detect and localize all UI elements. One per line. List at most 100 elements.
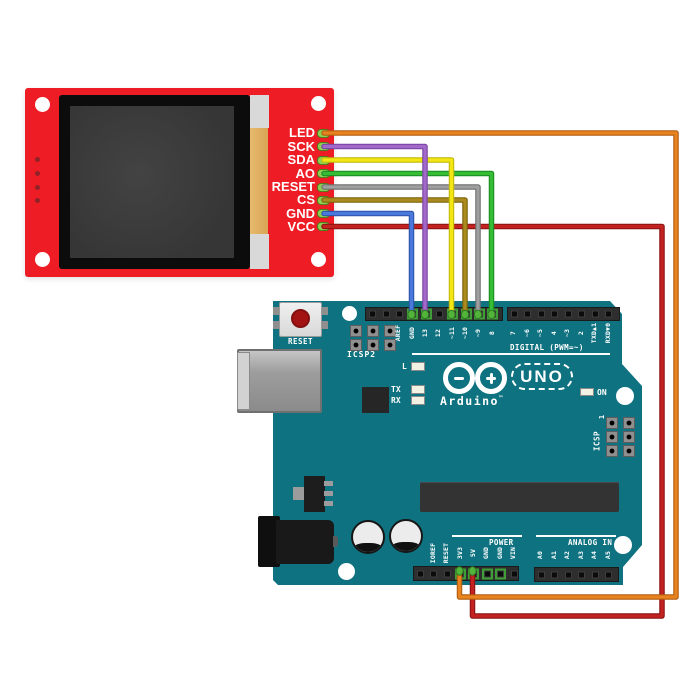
tft-screen-bezel bbox=[59, 95, 250, 269]
header-pin bbox=[591, 310, 599, 318]
pin-label-gnd: GND bbox=[482, 546, 490, 560]
led-tx bbox=[411, 385, 425, 394]
tft-pad-dot bbox=[34, 170, 40, 176]
wire-sda bbox=[321, 157, 455, 317]
tft-pad-dot bbox=[34, 197, 40, 203]
pin-label-reset: RESET bbox=[442, 542, 450, 564]
pin-label-a0: A0 bbox=[536, 550, 544, 560]
tft-pad-vcc bbox=[317, 222, 330, 231]
pin-label-10: ~10 bbox=[461, 326, 469, 340]
reset-button-tab bbox=[322, 307, 328, 315]
usb-interface-chip bbox=[362, 387, 389, 413]
header-pin bbox=[382, 310, 390, 318]
tft-pad-dot bbox=[34, 156, 40, 162]
led-l bbox=[411, 362, 425, 371]
header-pin bbox=[578, 310, 585, 318]
usb-connector-flange bbox=[237, 352, 250, 410]
voltage-regulator bbox=[304, 476, 325, 512]
pin-label-3v3: 3V3 bbox=[455, 546, 464, 560]
capacitor bbox=[389, 519, 423, 553]
voltage-regulator-tab bbox=[293, 487, 304, 500]
reset-button-tab bbox=[273, 307, 279, 315]
pin-label-aref: AREF bbox=[394, 324, 402, 342]
pin-label-13: 13 bbox=[421, 328, 429, 338]
header-pin bbox=[409, 310, 416, 318]
icsp-header-pin bbox=[606, 445, 618, 457]
pin-label-7: 7 bbox=[509, 330, 517, 336]
header-pin bbox=[435, 310, 443, 318]
header-pin bbox=[475, 310, 483, 318]
brand-tm: ™ bbox=[498, 395, 505, 403]
header-pin bbox=[605, 571, 612, 578]
pin-label-vin: VIN bbox=[509, 546, 517, 560]
led-l-label: L bbox=[402, 362, 407, 371]
tft-lcd-module bbox=[25, 88, 334, 277]
wire-reset bbox=[322, 185, 480, 316]
capacitor bbox=[351, 520, 385, 554]
wire-sda bbox=[322, 158, 454, 316]
wire-cs bbox=[321, 197, 468, 317]
tft-mount-hole bbox=[34, 251, 50, 267]
pin-label-a4: A4 bbox=[590, 550, 598, 560]
icsp2-header-pin bbox=[350, 338, 362, 351]
mount-hole bbox=[341, 305, 357, 321]
header-pin bbox=[551, 571, 558, 578]
header-pin bbox=[605, 310, 612, 318]
header-pin bbox=[457, 570, 464, 577]
tft-connector-strip bbox=[250, 234, 269, 269]
pin-label-ioref: IOREF bbox=[429, 542, 437, 564]
wire-ao bbox=[321, 170, 495, 317]
pin-label-rxd0: RXD▼0 bbox=[603, 322, 612, 344]
pin-label-5: ~5 bbox=[536, 328, 544, 338]
header-pin bbox=[537, 571, 545, 578]
icsp2-header-pin bbox=[350, 324, 362, 337]
header-pin bbox=[510, 570, 518, 577]
icsp-header-pin bbox=[622, 417, 635, 429]
pin-label-gnd: GND bbox=[407, 326, 416, 340]
led-rx bbox=[411, 396, 425, 405]
wire-gnd bbox=[321, 210, 415, 317]
header-pin bbox=[551, 310, 558, 318]
power-jack-pin bbox=[333, 536, 338, 547]
header-pin bbox=[369, 310, 376, 318]
icsp-header-pin bbox=[622, 431, 635, 443]
tft-pin-label-ao: AO bbox=[295, 165, 316, 181]
tft-flex-cable bbox=[250, 128, 268, 234]
pin-label-11: ~11 bbox=[447, 326, 456, 340]
pin-label-a5: A5 bbox=[603, 550, 612, 560]
tft-pin-label-cs: CS bbox=[296, 192, 315, 207]
digital-header-left bbox=[365, 307, 503, 321]
tft-pad-ao bbox=[317, 169, 330, 178]
pin-label-6: ~6 bbox=[522, 328, 531, 338]
reset-button-tab bbox=[273, 321, 279, 329]
power-silk-line bbox=[452, 535, 522, 537]
tft-pad-sda bbox=[317, 155, 330, 165]
tft-pin-label-sck: SCK bbox=[287, 138, 315, 154]
header-pin bbox=[462, 310, 470, 318]
mount-hole bbox=[616, 387, 634, 405]
wire-sck bbox=[322, 144, 427, 316]
icsp2-label: ICSP2 bbox=[347, 350, 377, 359]
pin-label-a2: A2 bbox=[563, 550, 571, 560]
analog-header bbox=[534, 567, 619, 582]
mount-hole bbox=[614, 536, 632, 554]
led-on-label: ON bbox=[597, 388, 607, 397]
pin-label-5v: 5V bbox=[468, 548, 477, 558]
digital-caption: DIGITAL (PWM=~) bbox=[510, 343, 584, 352]
tft-pad-reset bbox=[317, 182, 330, 192]
voltage-regulator-leg bbox=[324, 491, 333, 496]
header-pin bbox=[537, 310, 545, 318]
pin-label-4: 4 bbox=[549, 330, 558, 336]
voltage-regulator-leg bbox=[324, 501, 333, 506]
wire-sck bbox=[321, 143, 428, 317]
power-header bbox=[413, 566, 519, 581]
power-jack-flange bbox=[258, 516, 280, 567]
wire-cs bbox=[322, 198, 467, 316]
logo-minus-icon bbox=[454, 376, 464, 380]
pin-label-3: ~3 bbox=[563, 328, 571, 338]
header-pin bbox=[591, 571, 599, 578]
reset-button-cap bbox=[291, 309, 310, 328]
tft-pin-label-reset: RESET bbox=[271, 179, 315, 194]
icsp-label: ICSP bbox=[592, 430, 602, 452]
